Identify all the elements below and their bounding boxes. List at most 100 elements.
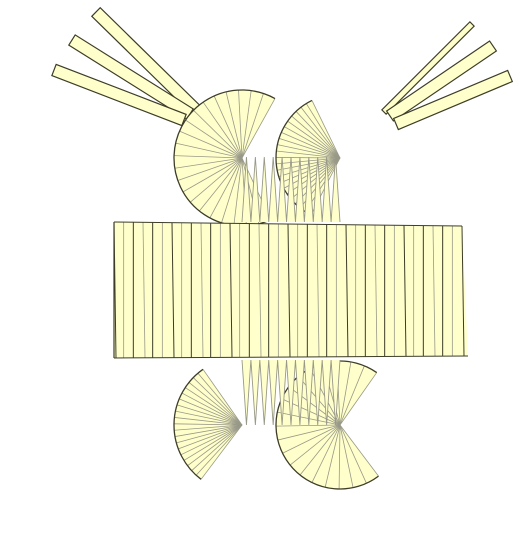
fan-bottom-left-rib: [197, 372, 243, 426]
fan-top-left-sector: [174, 90, 275, 227]
fan-bottom-left: [173, 368, 243, 480]
fan-bottom-right-rib: [276, 424, 341, 427]
panel-stripe: [142, 222, 146, 358]
fan-top-left-rib: [193, 110, 243, 159]
fan-top-left-rib: [175, 142, 243, 159]
panel-bottom-edge: [113, 355, 469, 359]
fan-top-right-rib: [276, 150, 341, 159]
fan-bottom-right-rib: [339, 424, 354, 488]
fan-top-right-rib: [300, 107, 341, 159]
fan-top-right-arc: [275, 99, 313, 216]
panel-stripe: [345, 224, 349, 357]
fan-bottom-right-rib: [299, 424, 341, 476]
paper-strip-6: [392, 69, 514, 131]
fan-top-right-rib: [291, 115, 341, 159]
panel-stripe: [461, 225, 465, 357]
fan-bottom-left-rib: [183, 424, 243, 461]
fan-bottom-left-rib: [191, 424, 243, 471]
fan-top-left-rib: [241, 93, 264, 159]
panel-stripe: [171, 222, 175, 358]
fan-top-left-rib: [185, 119, 243, 159]
zigzag-top-lines: [241, 156, 341, 223]
fan-top-left-rib: [238, 90, 243, 159]
fan-bottom-left-rib: [195, 424, 243, 476]
zigzag-bottom-fill: [242, 360, 340, 425]
fan-top-right-rib: [281, 132, 341, 159]
fan-bottom-right-rib: [282, 424, 341, 454]
fan-top-left-rib: [213, 95, 243, 159]
fan-top-right-rib: [277, 144, 341, 159]
panel-stripe: [229, 223, 233, 358]
zigzag-bottom-lines: [241, 359, 341, 426]
fan-top-left-rib: [241, 98, 276, 159]
zigzag-bottom: [241, 359, 341, 426]
fan-top-left-rib: [199, 157, 243, 212]
fan-bottom-left-arc: [173, 368, 204, 480]
fan-top-left-rib: [182, 157, 243, 193]
fan-top-right-rib: [287, 120, 341, 159]
paper-strip-2: [67, 34, 195, 120]
fan-top-left-rib: [241, 90, 252, 159]
fan-bottom-right-rib: [289, 424, 341, 466]
fan-bottom-left-rib: [202, 369, 243, 426]
fan-top-left-rib: [190, 157, 243, 203]
fan-bottom-left-rib: [174, 417, 243, 426]
panel-stripe: [287, 223, 291, 358]
fan-top-right-rib: [305, 103, 341, 159]
fan-bottom-right-rib: [338, 424, 341, 489]
panel-stripe: [374, 224, 378, 357]
fan-top-left: [173, 89, 276, 227]
panel-stripe: [432, 225, 436, 357]
fan-bottom-left-rib: [200, 424, 243, 480]
fan-top-left-rib: [225, 91, 243, 159]
fan-bottom-right-rib: [339, 365, 365, 426]
paper-strip-3: [51, 63, 187, 127]
fan-bottom-left-rib: [192, 377, 243, 426]
fan-bottom-left-rib: [180, 424, 243, 456]
panel-stripe: [403, 225, 407, 357]
fan-bottom-right-rib: [339, 424, 379, 477]
fan-top-left-rib: [233, 157, 243, 226]
fan-top-right-rib: [284, 126, 341, 159]
zigzag-top: [241, 156, 341, 223]
fan-bottom-left-rib: [175, 410, 243, 426]
fan-bottom-right-rib: [277, 424, 341, 441]
fan-bottom-right-rib: [339, 424, 367, 484]
fan-top-left-rib: [174, 157, 243, 169]
fan-bottom-left-rib: [176, 404, 243, 426]
fan-top-left-rib: [209, 157, 243, 219]
zigzag-top-fill: [242, 157, 340, 222]
top-strips: [51, 6, 514, 131]
fan-top-right-rib: [295, 111, 341, 159]
fan-top-left-rib: [179, 130, 243, 159]
fan-bottom-left-rib: [185, 387, 243, 426]
panel-stripe: [258, 223, 262, 358]
fan-bottom-right-rib: [339, 372, 378, 426]
panel-top-edge: [113, 221, 463, 227]
fan-bottom-left-rib: [179, 398, 243, 426]
fan-top-right-rib: [311, 100, 341, 159]
paper-strip-5: [385, 40, 498, 122]
zigzag-group: [241, 156, 341, 426]
center-panel: [113, 221, 469, 359]
paper-strip-4: [381, 21, 475, 115]
fan-top-left-rib: [202, 101, 243, 159]
fan-bottom-left-rib: [187, 424, 243, 467]
fan-bottom-left-rib: [181, 392, 243, 426]
panel-stripe: [316, 224, 320, 357]
fan-bottom-right-rib: [324, 424, 341, 488]
fan-bottom-left-rib: [178, 424, 243, 450]
fan-bottom-right-rib: [339, 361, 352, 426]
panel-background: [114, 222, 468, 358]
fan-top-right-rib: [278, 138, 341, 159]
fan-top-right-rib: [286, 157, 341, 195]
fan-top-right-rib: [275, 157, 341, 159]
fan-bottom-left-rib: [174, 424, 243, 437]
panel-stripe: [200, 222, 204, 358]
fan-top-left-rib: [174, 155, 243, 159]
fan-bottom-left-rib: [176, 424, 243, 444]
fan-top-left-rib: [221, 157, 243, 223]
fan-bottom-left-rib: [174, 423, 243, 426]
